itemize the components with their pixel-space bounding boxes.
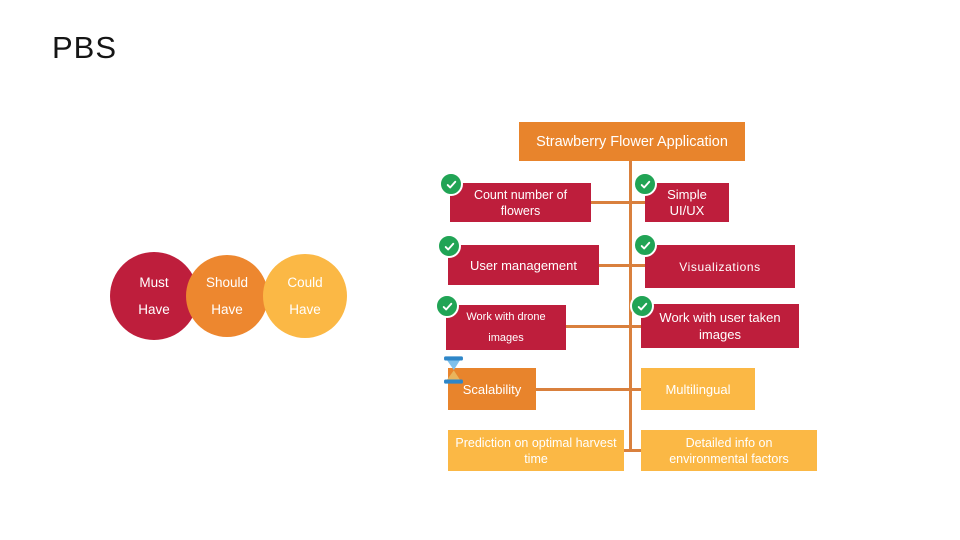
node-label: Strawberry Flower Application: [536, 133, 728, 150]
tree-node-scalability: Scalability: [448, 368, 536, 410]
tree-branch-line-row2: [599, 264, 645, 267]
node-label: Count number of flowers: [473, 187, 568, 218]
node-label: User management: [470, 257, 577, 273]
tree-node-multilingual: Multilingual: [641, 368, 755, 410]
node-label: Multilingual: [665, 381, 731, 397]
tree-root-node: Strawberry Flower Application: [519, 122, 745, 161]
tree-branch-line-row1: [591, 201, 645, 204]
tree-node-simple-ui-ux: Simple UI/UX: [645, 183, 729, 222]
check-icon: [633, 172, 657, 196]
node-label: Work with drone images: [466, 310, 546, 344]
circle-label-line1: Must: [139, 275, 169, 290]
check-icon: [630, 294, 654, 318]
legend-circle-could-have: Could Have: [263, 254, 347, 338]
circle-label-line2: Have: [211, 302, 243, 317]
check-icon: [437, 234, 461, 258]
legend-circle-should-have: Should Have: [186, 255, 268, 337]
circle-label-line2: Have: [138, 302, 170, 317]
check-icon: [633, 233, 657, 257]
tree-branch-line-row5: [624, 449, 641, 452]
page-title: PBS: [52, 30, 118, 65]
legend-circle-must-have: Must Have: [110, 252, 198, 340]
tree-node-prediction-optimal-harvest-time: Prediction on optimal harvest time: [448, 430, 624, 471]
circle-label-line1: Could: [287, 275, 323, 290]
check-icon: [439, 172, 463, 196]
node-label: Simple UI/UX: [667, 186, 707, 218]
tree-node-count-number-of-flowers: Count number of flowers: [450, 183, 591, 222]
tree-branch-line-row3: [566, 325, 641, 328]
node-label: Visualizations: [679, 259, 761, 274]
hourglass-icon: [443, 356, 464, 389]
tree-node-user-management: User management: [448, 245, 599, 285]
circle-label-line1: Should: [205, 275, 249, 290]
circle-label-line2: Have: [289, 302, 321, 317]
check-icon: [435, 294, 459, 318]
node-label: Scalability: [462, 381, 522, 397]
tree-branch-line-row4: [536, 388, 641, 391]
tree-node-visualizations: Visualizations: [645, 245, 795, 288]
node-label: Detailed info on environmental factors: [669, 435, 789, 466]
tree-node-work-with-drone-images: Work with drone images: [446, 305, 566, 350]
tree-node-work-with-user-taken-images: Work with user taken images: [641, 304, 799, 348]
node-label: Prediction on optimal harvest time: [455, 435, 617, 466]
tree-node-detailed-info-environmental-factors: Detailed info on environmental factors: [641, 430, 817, 471]
node-label: Work with user taken images: [659, 310, 781, 342]
